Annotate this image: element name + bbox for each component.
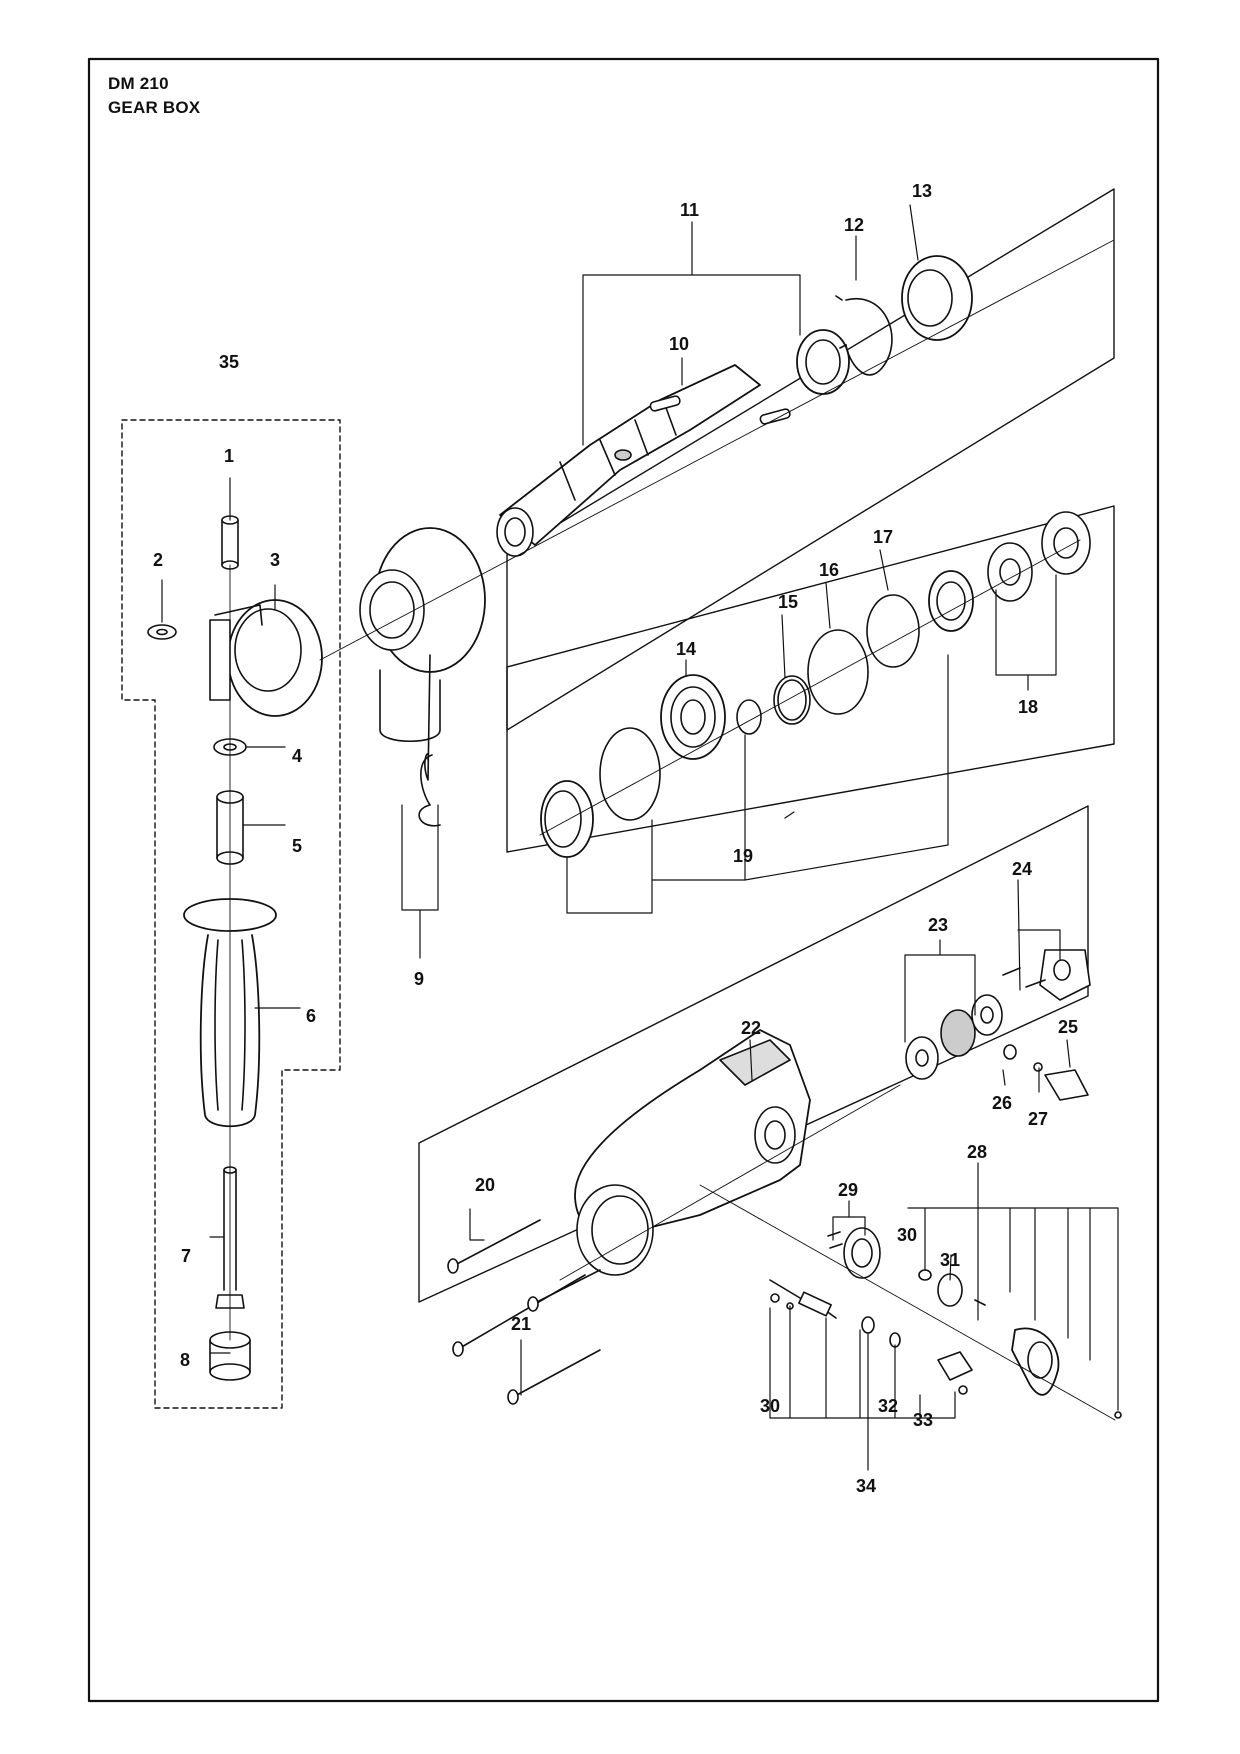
callout-5: 5 (292, 836, 302, 856)
part-spacer-ring (866, 594, 920, 668)
part-spindle (496, 364, 761, 557)
callout-23: 23 (928, 915, 948, 935)
page-frame (87, 57, 1160, 1703)
callout-14: 14 (676, 639, 696, 659)
part-housing (574, 1029, 811, 1276)
callout-35: 35 (219, 352, 239, 372)
callout-31: 31 (940, 1250, 960, 1270)
callout-16: 16 (819, 560, 839, 580)
callout-19: 19 (733, 846, 753, 866)
part-thrust-washer-set (905, 994, 1003, 1080)
part-switch-lever (1003, 1044, 1089, 1101)
callout-9: 9 (414, 969, 424, 989)
kit-outline-35 (121, 419, 341, 1409)
model-title: DM 210 (108, 74, 169, 93)
callout-3: 3 (270, 550, 280, 570)
part-washer (147, 624, 177, 640)
part-handle-clamp (209, 599, 323, 717)
callout-27: 27 (1028, 1109, 1048, 1129)
callout-24: 24 (1012, 859, 1032, 879)
callout-30b: 30 (760, 1396, 780, 1416)
callout-20: 20 (475, 1175, 495, 1195)
part-keys (649, 395, 791, 425)
part-gear-head (359, 527, 486, 827)
callout-21: 21 (511, 1314, 531, 1334)
panel-housing (418, 805, 1089, 1303)
callouts: 1 2 3 4 5 6 7 8 9 10 11 12 13 14 15 16 1… (153, 181, 1078, 1496)
part-screws-housing (447, 1219, 601, 1405)
callout-17: 17 (873, 527, 893, 547)
part-bracket-pins (1002, 949, 1091, 1001)
callout-15: 15 (778, 592, 798, 612)
callout-8: 8 (180, 1350, 190, 1370)
callout-13: 13 (912, 181, 932, 201)
axis-bearings (539, 539, 1081, 836)
callout-26: 26 (992, 1093, 1012, 1113)
callout-29: 29 (838, 1180, 858, 1200)
callout-28: 28 (967, 1142, 987, 1162)
part-bushing (796, 329, 850, 395)
part-ball-bearing (660, 674, 726, 760)
part-o-ring-small (736, 699, 762, 735)
axis-housing (559, 1084, 1116, 1421)
part-o-ring-large (599, 727, 661, 821)
part-selector-knob (937, 1273, 1122, 1419)
panel-bearings (506, 505, 1115, 853)
part-spacer-sleeve (221, 515, 239, 570)
callout-32: 32 (878, 1396, 898, 1416)
section-title: GEAR BOX (108, 98, 201, 117)
part-lock-button (937, 1351, 973, 1395)
callout-6: 6 (306, 1006, 316, 1026)
callout-1: 1 (224, 446, 234, 466)
part-needle-bearing (928, 570, 974, 632)
part-flange-plate (827, 1227, 932, 1281)
callout-2: 2 (153, 550, 163, 570)
part-shim-ring (807, 629, 869, 715)
callout-4: 4 (292, 746, 302, 766)
axis-spindle (319, 239, 1115, 661)
callout-7: 7 (181, 1246, 191, 1266)
part-shaft-seal (901, 255, 973, 341)
part-shaft-assembly (769, 1279, 901, 1348)
callout-30a: 30 (897, 1225, 917, 1245)
callout-18: 18 (1018, 697, 1038, 717)
callout-12: 12 (844, 215, 864, 235)
callout-11: 11 (680, 200, 699, 220)
callout-10: 10 (669, 334, 689, 354)
part-thrust-washers (987, 511, 1091, 602)
leader-lines (161, 204, 1119, 1471)
callout-22: 22 (741, 1018, 761, 1038)
callout-25: 25 (1058, 1017, 1078, 1037)
part-retaining-ring (773, 675, 811, 725)
part-circlip (835, 295, 893, 376)
callout-33: 33 (913, 1410, 933, 1430)
part-seal-ring-large (540, 780, 594, 858)
callout-34: 34 (856, 1476, 876, 1496)
